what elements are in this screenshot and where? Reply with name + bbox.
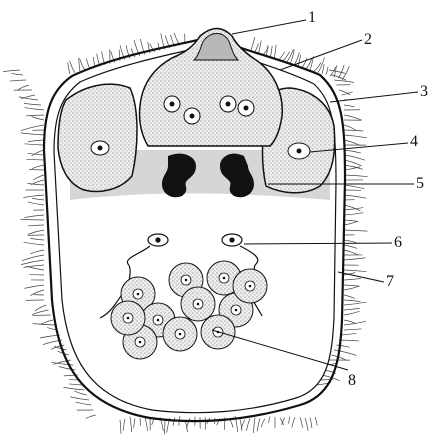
label-2: 2: [364, 31, 372, 48]
left-lobe: [58, 84, 137, 191]
label-4: 4: [410, 133, 418, 150]
label-8: 8: [348, 372, 356, 389]
label-6: 6: [394, 234, 402, 251]
label-5: 5: [416, 175, 424, 192]
label-7: 7: [386, 273, 394, 290]
label-3: 3: [420, 83, 428, 100]
label-1: 1: [308, 9, 316, 26]
